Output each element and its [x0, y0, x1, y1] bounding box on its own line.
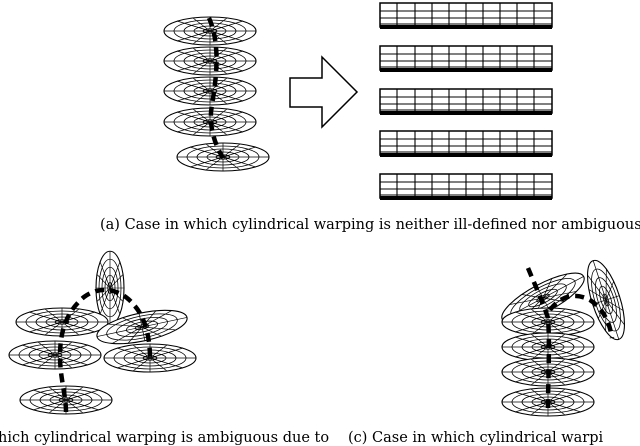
hollow-right-arrow-icon	[289, 55, 359, 129]
caption-c: (c) Case in which cylindrical warpi	[348, 430, 604, 446]
strip-icon	[379, 173, 553, 201]
panel-c	[495, 255, 633, 417]
strip-icon	[379, 45, 553, 73]
disk-icon	[163, 46, 257, 76]
panel-a	[163, 2, 553, 201]
disk-icon	[8, 340, 102, 370]
panel-b	[8, 250, 197, 415]
strip-icon	[379, 2, 553, 30]
strip-icon	[379, 88, 553, 116]
disk-icon	[579, 255, 633, 345]
caption-a: (a) Case in which cylindrical warping is…	[100, 217, 640, 233]
axis-path-a	[206, 17, 225, 160]
caption-b: hich cylindrical warping is ambiguous du…	[0, 430, 330, 446]
axis-path-b	[57, 287, 153, 413]
disk-icon	[163, 76, 257, 106]
axis-path-c-branch	[548, 293, 615, 339]
axis-path-c	[525, 267, 552, 409]
strip-stack-a	[379, 2, 553, 201]
strip-icon	[379, 130, 553, 158]
